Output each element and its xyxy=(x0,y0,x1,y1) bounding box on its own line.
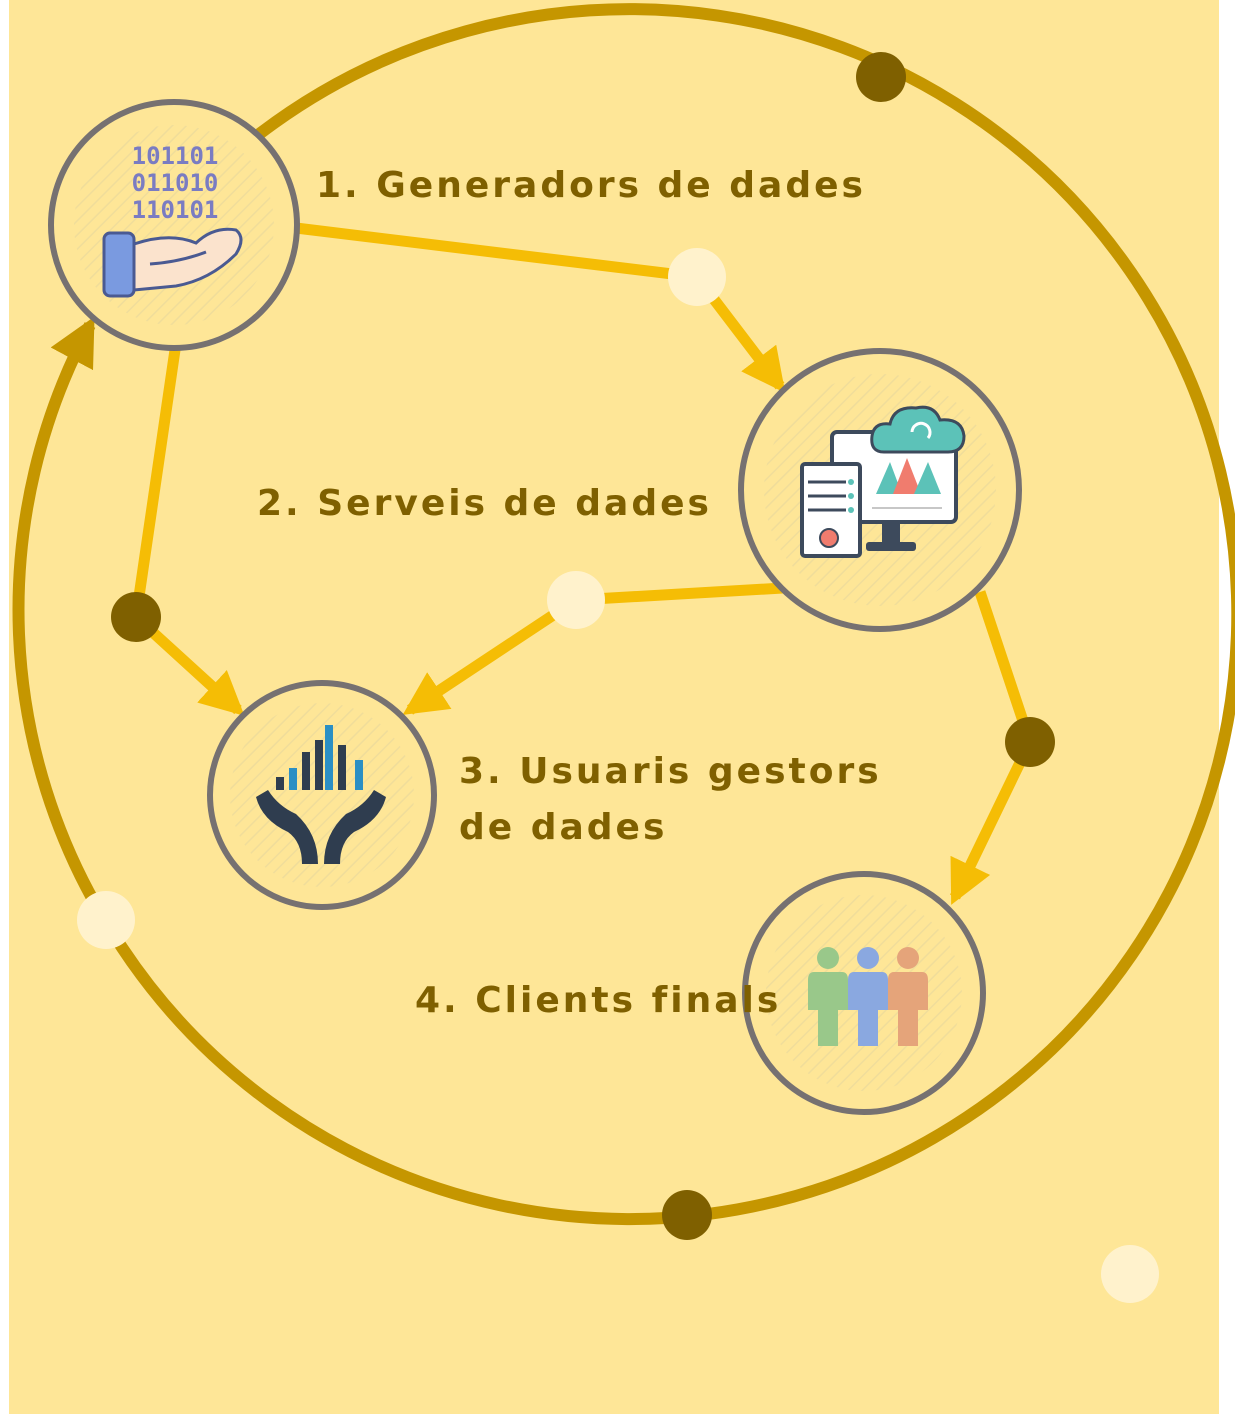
node-generators: 101101 011010 110101 xyxy=(48,99,300,351)
decorative-dots xyxy=(77,52,1159,1303)
svg-text:101101: 101101 xyxy=(132,142,219,170)
label-managers-line2: de dades xyxy=(459,807,668,848)
outer-cycle-return-arrow xyxy=(12,316,118,936)
arrow-generators-to-managers xyxy=(130,349,245,716)
svg-text:011010: 011010 xyxy=(132,169,219,197)
outer-cycle-ring xyxy=(106,3,1235,1226)
label-clients: 4. Clients finals xyxy=(415,980,782,1021)
people-group-icon xyxy=(808,947,928,1046)
chart-hands-icon xyxy=(256,725,386,864)
node-clients xyxy=(742,871,986,1115)
binary-hand-icon: 101101 011010 110101 xyxy=(102,142,243,298)
node-services xyxy=(738,348,1022,632)
label-generators: 1. Generadors de dades xyxy=(316,165,866,206)
label-services: 2. Serveis de dades xyxy=(257,483,712,524)
cloud-server-dashboard-icon xyxy=(800,405,966,558)
label-managers-line1: 3. Usuaris gestors xyxy=(459,751,882,792)
svg-text:110101: 110101 xyxy=(132,196,219,224)
node-managers xyxy=(207,680,437,910)
